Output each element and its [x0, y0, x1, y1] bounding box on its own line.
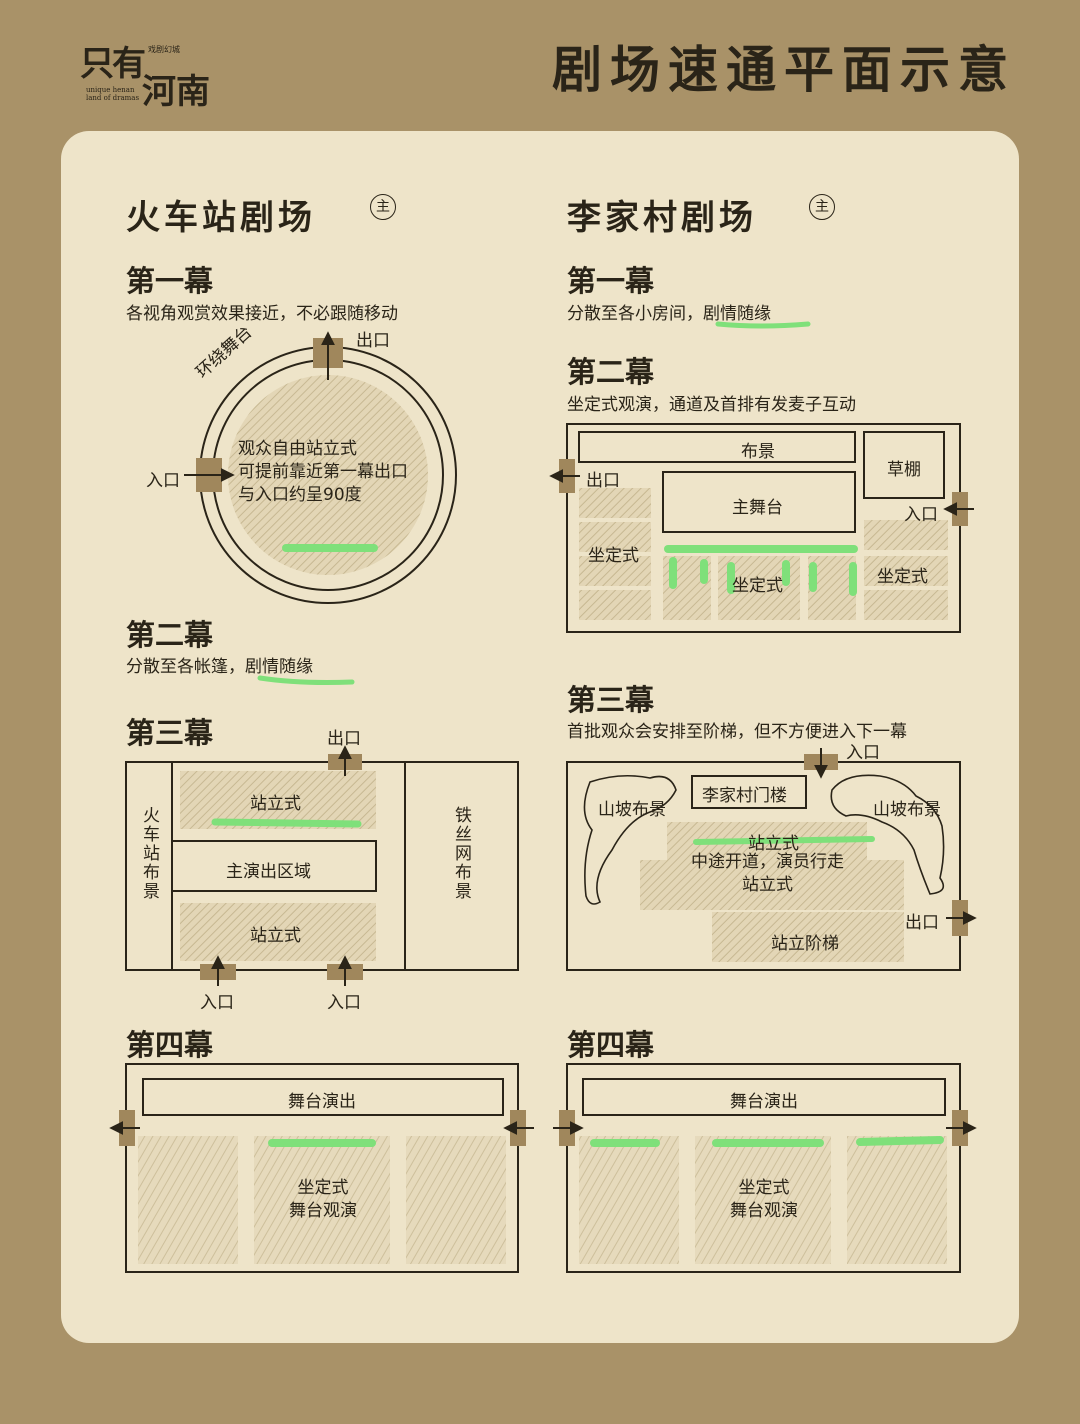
r-act3-highlight: [693, 836, 875, 845]
r-act3-desc: 首批观众会安排至阶梯，但不方便进入下一幕: [567, 722, 907, 742]
l-act3-standing-bottom: 站立式: [250, 926, 301, 946]
logo-line1: 只有: [80, 44, 146, 84]
r-act3-steps: 站立阶梯: [771, 934, 839, 954]
logo-tag: 戏剧幻城: [148, 45, 180, 54]
r-act4-layout: [566, 1063, 961, 1273]
l-act1-center-line2: 可提前靠近第一幕出口: [238, 462, 408, 482]
logo-en1: unique henan: [86, 86, 135, 94]
page-title: 剧场速通平面示意: [552, 40, 1016, 99]
l-act4-seat-line2: 舞台观演: [289, 1201, 357, 1221]
r-act1-desc: 分散至各小房间，剧情随缘: [567, 299, 771, 324]
r-act1-desc-prefix: 分散至各小房间，: [567, 304, 703, 324]
r-theatre-title: 李家村剧场: [567, 198, 757, 238]
l-act4-heading: 第四幕: [126, 1028, 214, 1062]
l-act1-center-line1: 观众自由站立式: [238, 439, 357, 459]
r-act2-highlights: [664, 545, 858, 596]
r-act1-heading: 第一幕: [567, 264, 655, 298]
logo-line2: 河南: [142, 72, 210, 112]
r-act2-seat-center: 坐定式: [732, 576, 783, 596]
r-act2-seat-right: 坐定式: [877, 567, 928, 587]
r-act4-highlights: [590, 1136, 944, 1147]
r-act2-heading: 第二幕: [567, 355, 655, 389]
r-act4-stage: 舞台演出: [730, 1092, 798, 1112]
l-act1-heading: 第一幕: [126, 264, 214, 298]
l-act3-main-area: 主演出区域: [226, 862, 311, 882]
l-act4-stage: 舞台演出: [288, 1092, 356, 1112]
l-act4-seat-text: 坐定式 舞台观演: [289, 1177, 357, 1223]
r-act2-main-stage: 主舞台: [732, 498, 783, 518]
l-act2-highlight: [257, 675, 355, 685]
l-act3-station-scenery: 火车站布景: [139, 806, 159, 901]
l-main-badge: 主: [370, 194, 396, 220]
r-act3-hill-left: 山坡布景: [598, 800, 666, 820]
l-act1-exit-label: 出口: [356, 331, 390, 351]
r-act3-exit-label: 出口: [905, 913, 939, 933]
r-act2-backdrop: 布景: [741, 442, 775, 462]
r-act3-standing-top: 站立式: [748, 834, 799, 854]
l-act3-entrance1-label: 入口: [200, 993, 234, 1013]
l-act2-desc-highlight: 剧情随缘: [245, 657, 313, 677]
r-act3-hill-right: 山坡布景: [873, 800, 941, 820]
logo-en2: land of dramas: [86, 94, 140, 102]
r-act1-desc-highlight: 剧情随缘: [703, 304, 771, 324]
l-act3-entrance2-label: 入口: [327, 993, 361, 1013]
l-act4-layout: [125, 1063, 519, 1273]
l-act3-highlight: [211, 818, 362, 828]
l-act2-desc-prefix: 分散至各帐篷，: [126, 657, 245, 677]
l-act1-entrance-label: 入口: [146, 471, 180, 491]
r-act3-entrance-label: 入口: [846, 743, 880, 763]
l-act3-exit-label: 出口: [327, 729, 361, 749]
l-theatre-title: 火车站剧场: [126, 198, 316, 238]
r-act3-middle-line1: 中途开道，演员行走: [691, 852, 844, 872]
r-act4-heading: 第四幕: [567, 1028, 655, 1062]
r-act3-layout: [566, 761, 961, 971]
r-act2-exit-label: 出口: [586, 471, 620, 491]
l-act1-center-line3: 与入口约呈90度: [238, 485, 362, 505]
r-act4-seat-line1: 坐定式: [738, 1178, 790, 1198]
r-act4-seat-line2: 舞台观演: [730, 1201, 798, 1221]
r-act2-seat-left: 坐定式: [588, 546, 639, 566]
l-act3-wire-scenery: 铁丝网布景: [451, 806, 471, 901]
r-act3-middle-line2: 站立式: [742, 875, 793, 895]
l-act3-layout: [125, 761, 519, 971]
r-act2-desc: 坐定式观演，通道及首排有发麦子互动: [567, 395, 856, 415]
l-act2-desc: 分散至各帐篷，剧情随缘: [126, 652, 313, 677]
l-act2-heading: 第二幕: [126, 618, 214, 652]
r-act3-middle-text: 中途开道，演员行走 站立式: [691, 851, 844, 897]
r-act2-entrance-label: 入口: [904, 505, 938, 525]
r-act2-shed: 草棚: [887, 460, 921, 480]
r-act3-heading: 第三幕: [567, 683, 655, 717]
r-act1-highlight: [715, 321, 811, 329]
r-main-badge: 主: [809, 194, 835, 220]
l-act4-seat-line1: 坐定式: [297, 1178, 349, 1198]
l-act1-desc: 各视角观赏效果接近，不必跟随移动: [126, 304, 398, 324]
l-act3-standing-top: 站立式: [250, 794, 301, 814]
r-act4-seat-text: 坐定式 舞台观演: [730, 1177, 798, 1223]
r-act2-layout: [566, 423, 961, 633]
r-act3-gate: 李家村门楼: [702, 786, 787, 806]
l-act1-center-text: 观众自由站立式 可提前靠近第一幕出口 与入口约呈90度: [238, 438, 408, 507]
l-act3-heading: 第三幕: [126, 716, 214, 750]
